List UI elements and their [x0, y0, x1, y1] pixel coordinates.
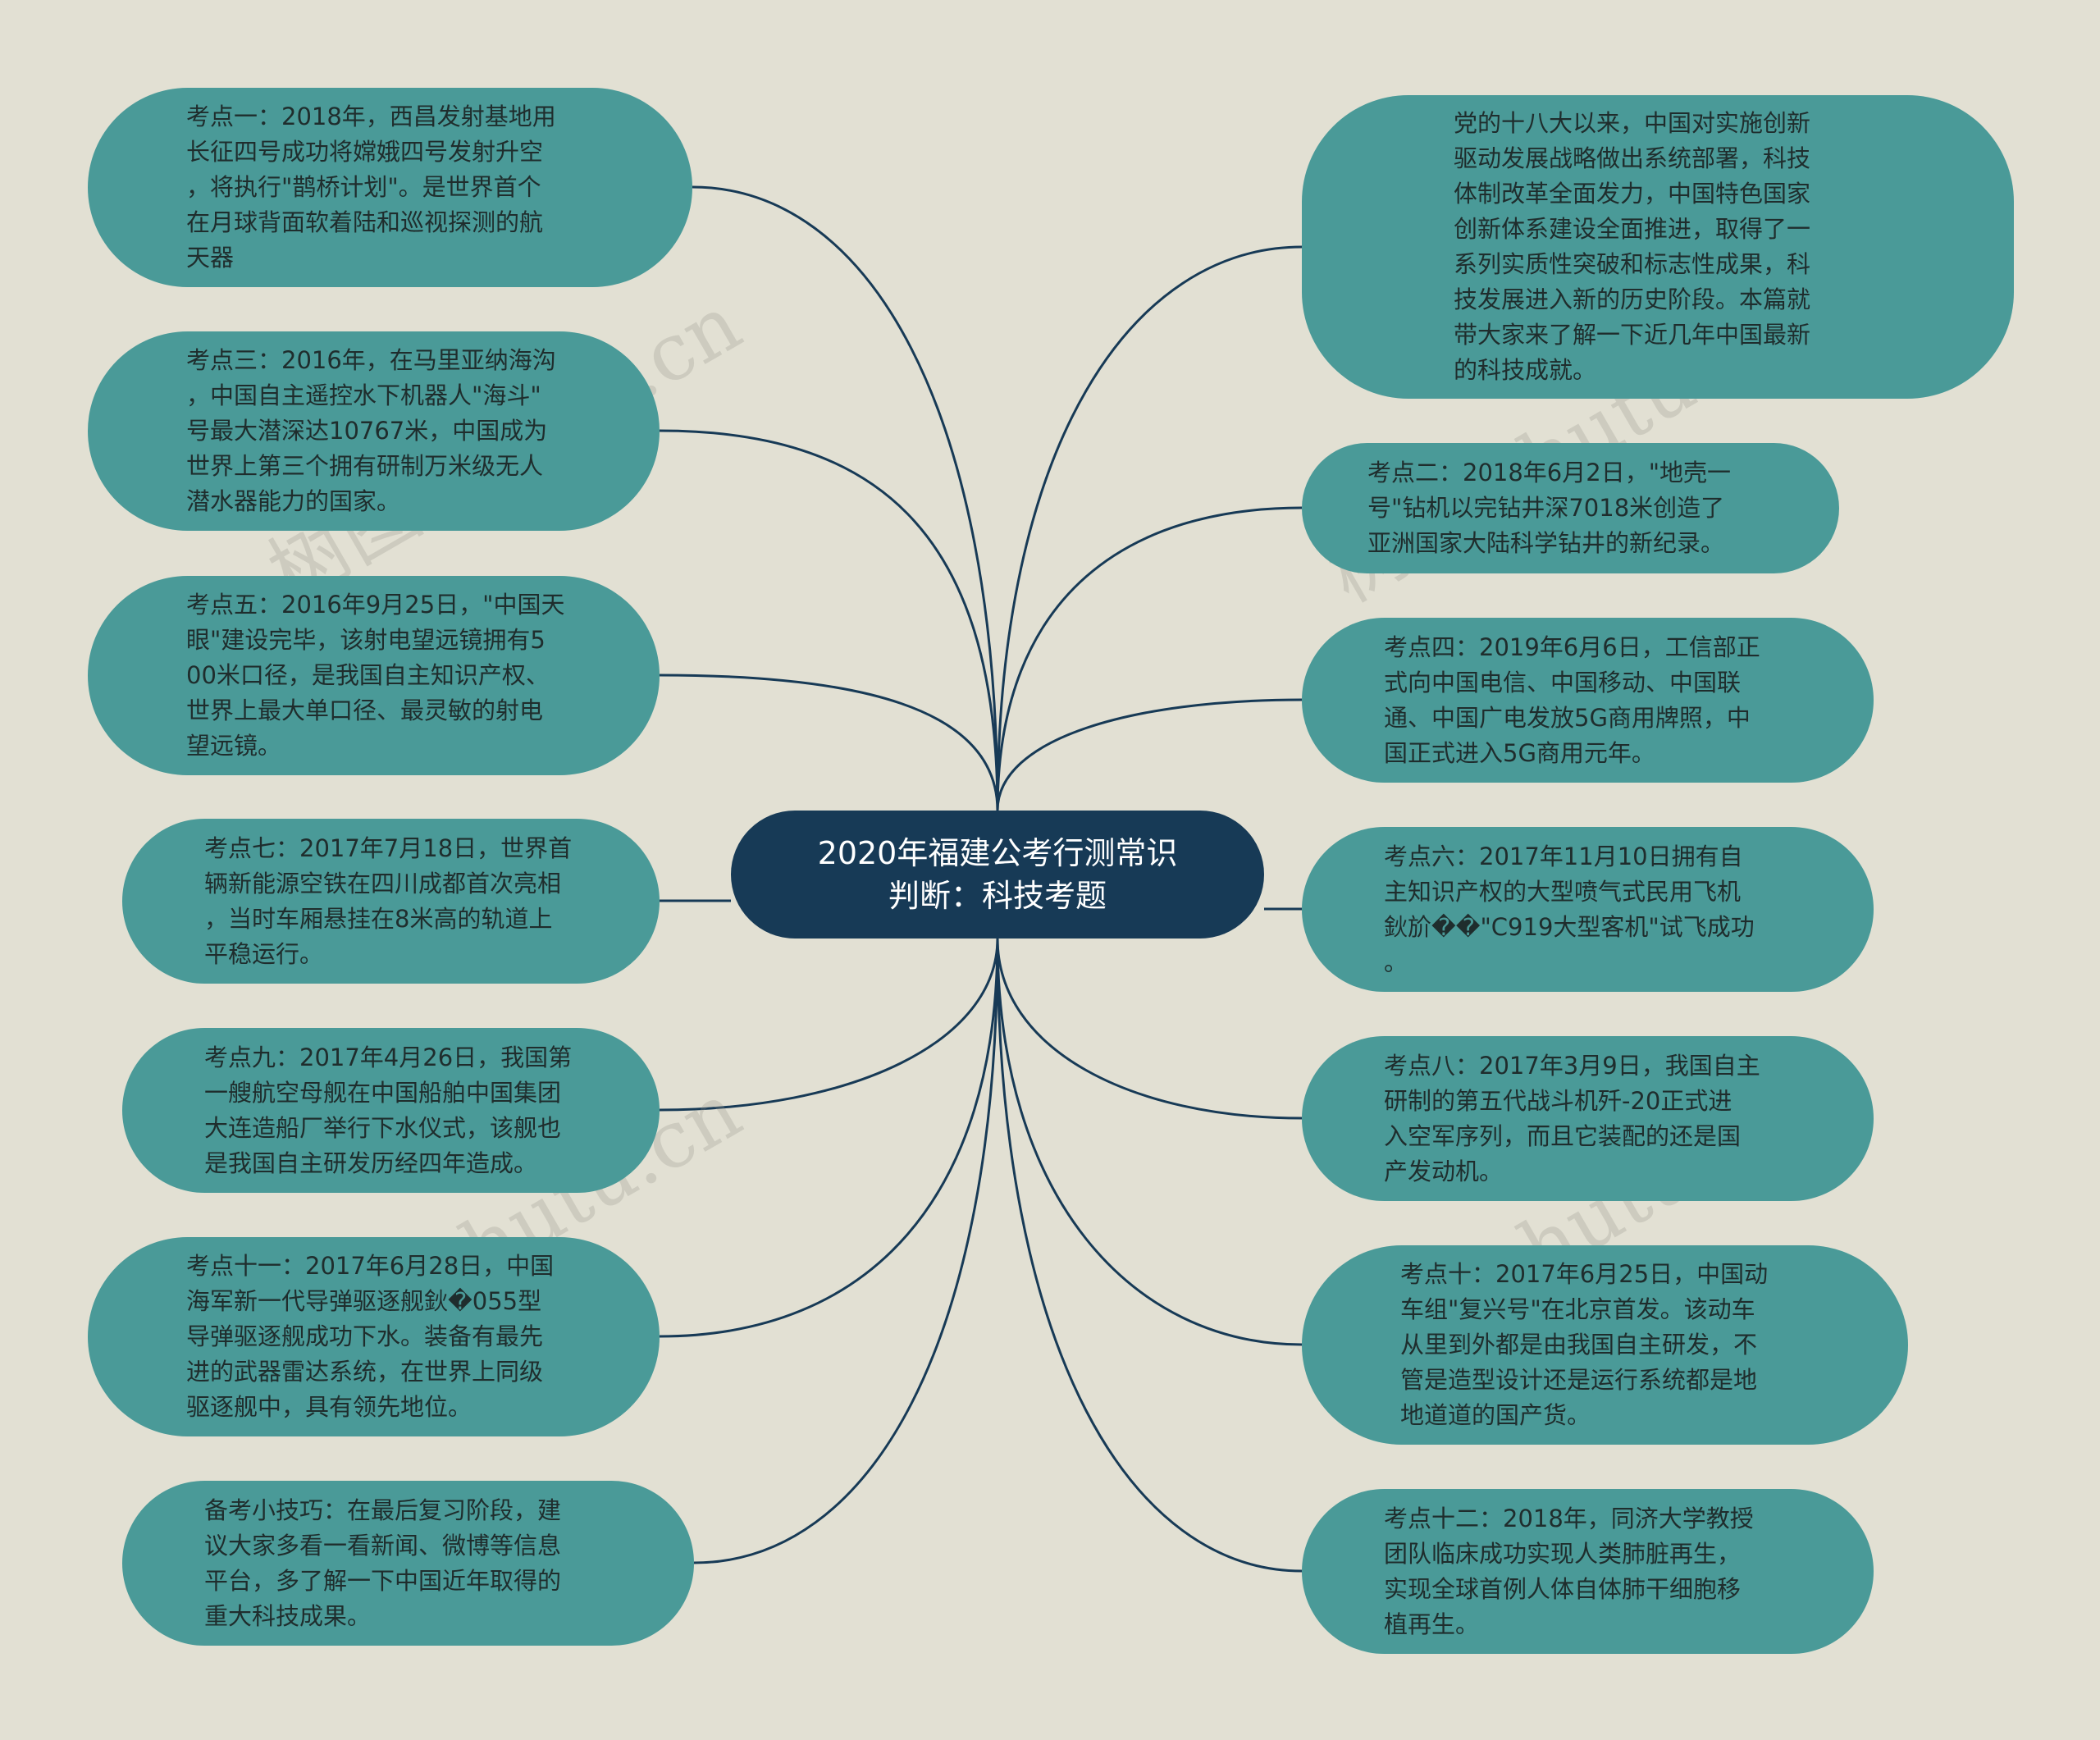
- topic-text: 考点六：2017年11月10日拥有自 主知识产权的大型喷气式民用飞机 鈥斺��"…: [1384, 842, 1755, 976]
- topic-node-right-6[interactable]: 考点十：2017年6月25日，中国动 车组"复兴号"在北京首发。该动车 从里到外…: [1302, 1245, 1908, 1445]
- topic-node-left-7[interactable]: 备考小技巧：在最后复习阶段，建 议大家多看一看新闻、微博等信息 平台，多了解一下…: [122, 1481, 694, 1646]
- link-left-3: [659, 674, 999, 811]
- central-topic[interactable]: 2020年福建公考行测常识 判断：科技考题: [731, 811, 1264, 939]
- link-right-7: [996, 938, 1303, 1573]
- link-left-5: [659, 938, 999, 1112]
- topic-text: 考点八：2017年3月9日，我国自主 研制的第五代战斗机歼-20正式进 入空军序…: [1384, 1051, 1760, 1185]
- link-left-1: [692, 185, 999, 811]
- link-left-2: [659, 429, 999, 811]
- link-left-6: [659, 938, 999, 1338]
- topic-text: 考点一：2018年，西昌发射基地用 长征四号成功将嫦娥四号发射升空 ，将执行"鹊…: [186, 103, 556, 272]
- topic-text: 考点十一：2017年6月28日，中国 海军新一代导弹驱逐舰鈥�055型 导弹驱逐…: [186, 1252, 555, 1421]
- topic-text: 考点四：2019年6月6日，工信部正 式向中国电信、中国移动、中国联 通、中国广…: [1384, 633, 1760, 767]
- topic-node-right-1[interactable]: 党的十八大以来，中国对实施创新 驱动发展战略做出系统部署，科技 体制改革全面发力…: [1302, 95, 2014, 399]
- topic-text: 考点二：2018年6月2日，"地壳一 号"钻机以完钻井深7018米创造了 亚洲国…: [1367, 459, 1732, 557]
- link-right-5: [996, 938, 1303, 1120]
- topic-node-left-1[interactable]: 考点一：2018年，西昌发射基地用 长征四号成功将嫦娥四号发射升空 ，将执行"鹊…: [88, 88, 692, 287]
- link-right-2: [996, 506, 1303, 811]
- topic-text: 备考小技巧：在最后复习阶段，建 议大家多看一看新闻、微博等信息 平台，多了解一下…: [204, 1496, 562, 1630]
- topic-node-right-5[interactable]: 考点八：2017年3月9日，我国自主 研制的第五代战斗机歼-20正式进 入空军序…: [1302, 1036, 1874, 1201]
- topic-text: 党的十八大以来，中国对实施创新 驱动发展战略做出系统部署，科技 体制改革全面发力…: [1454, 109, 1811, 384]
- topic-node-right-2[interactable]: 考点二：2018年6月2日，"地壳一 号"钻机以完钻井深7018米创造了 亚洲国…: [1302, 443, 1839, 573]
- topic-text: 考点十：2017年6月25日，中国动 车组"复兴号"在北京首发。该动车 从里到外…: [1400, 1260, 1769, 1429]
- topic-node-left-4[interactable]: 考点七：2017年7月18日，世界首 辆新能源空铁在四川成都首次亮相 ，当时车厢…: [122, 819, 660, 984]
- topic-node-left-3[interactable]: 考点五：2016年9月25日，"中国天 眼"建设完毕，该射电望远镜拥有5 00米…: [88, 576, 660, 775]
- topic-node-left-5[interactable]: 考点九：2017年4月26日，我国第 一艘航空母舰在中国船舶中国集团 大连造船厂…: [122, 1028, 660, 1193]
- link-right-3: [996, 698, 1303, 811]
- topic-text: 考点三：2016年，在马里亚纳海沟 ，中国自主遥控水下机器人"海斗" 号最大潜深…: [186, 346, 556, 515]
- topic-text: 考点五：2016年9月25日，"中国天 眼"建设完毕，该射电望远镜拥有5 00米…: [186, 591, 565, 760]
- topic-node-left-6[interactable]: 考点十一：2017年6月28日，中国 海军新一代导弹驱逐舰鈥�055型 导弹驱逐…: [88, 1237, 660, 1436]
- central-topic-label: 2020年福建公考行测常识 判断：科技考题: [817, 835, 1178, 914]
- topic-node-right-3[interactable]: 考点四：2019年6月6日，工信部正 式向中国电信、中国移动、中国联 通、中国广…: [1302, 618, 1874, 783]
- link-right-1: [996, 245, 1303, 811]
- link-right-6: [996, 938, 1303, 1346]
- topic-node-right-4[interactable]: 考点六：2017年11月10日拥有自 主知识产权的大型喷气式民用飞机 鈥斺��"…: [1302, 827, 1874, 992]
- topic-text: 考点七：2017年7月18日，世界首 辆新能源空铁在四川成都首次亮相 ，当时车厢…: [204, 833, 573, 968]
- link-left-7: [693, 938, 999, 1564]
- topic-text: 考点十二：2018年，同济大学教授 团队临床成功实现人类肺脏再生， 实现全球首例…: [1384, 1504, 1754, 1638]
- topic-node-left-2[interactable]: 考点三：2016年，在马里亚纳海沟 ，中国自主遥控水下机器人"海斗" 号最大潜深…: [88, 331, 660, 531]
- topic-node-right-7[interactable]: 考点十二：2018年，同济大学教授 团队临床成功实现人类肺脏再生， 实现全球首例…: [1302, 1489, 1874, 1654]
- topic-text: 考点九：2017年4月26日，我国第 一艘航空母舰在中国船舶中国集团 大连造船厂…: [204, 1043, 573, 1177]
